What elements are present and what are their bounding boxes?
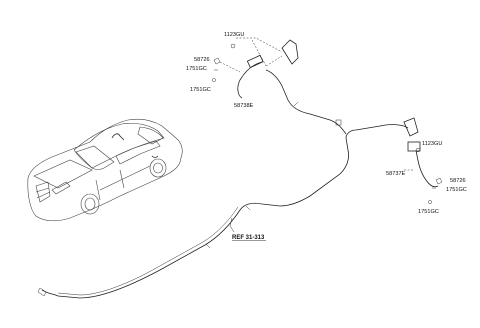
car-front-wheel-hub [84,197,96,211]
label-1123gu-top: 1123GU [224,32,244,38]
top-bracket-assembly [212,37,299,99]
cable-clip-mid-c [205,243,211,249]
cable-clip-mid-b [245,205,251,211]
car-headlight [51,181,71,195]
car-rear-wheel-hub [153,162,163,174]
top-cable-loop [237,61,263,99]
label-58726-right: 58726 [450,178,466,184]
label-1751gc-right-a: 1751GC [446,187,467,193]
top-bolt-1123gu [230,43,236,49]
right-clip-58726 [435,177,443,185]
ref-label: REF 31-313 [232,235,265,241]
car-rear-brake-mark [151,155,159,158]
car-parking-brake-mark [111,133,125,141]
top-clip-1751gc-b [212,78,216,82]
right-bracket-plate [403,117,419,137]
cable-clip-center [335,119,342,126]
right-cable-housing [407,141,421,152]
top-cable-housing [246,54,264,69]
car-windshield [75,145,115,170]
top-bracket-plate [281,39,299,65]
label-1751gc-top-a: 1751GC [186,66,207,72]
car-illustration [27,118,183,222]
label-1751gc-top-b: 1751GC [190,87,211,93]
top-leader-58726 [219,61,241,73]
car-side-windows [115,140,161,165]
top-clip-58726 [213,57,221,65]
car-rear-wheel [149,158,167,178]
label-58726-top: 58726 [194,57,210,63]
label-1123gu-right: 1123GU [422,141,442,147]
cable-end-fitting-left [37,287,47,297]
car-grille [35,181,51,203]
right-bolt-1123gu [415,147,421,153]
label-58737e: 58737E [386,171,406,177]
upper-branch-cable [265,69,347,135]
right-bracket-assembly [403,117,443,204]
car-body-outline [27,118,183,222]
label-1751gc-right-b: 1751GC [418,209,439,215]
car-hood [33,159,93,189]
car-door-lines [95,165,151,201]
main-brake-cable [41,124,409,299]
top-leader-1123gu [236,37,283,53]
ref-leader [229,217,235,233]
top-leader-bracket [251,39,283,67]
label-58738e: 58738E [234,103,254,109]
car-rear-window [137,126,164,145]
right-clip-1751gc-b [428,200,432,204]
main-brake-cable-inner [57,206,239,296]
cable-clip-mid-a [293,101,299,107]
right-cable-loop [415,149,439,188]
car-front-wheel [80,193,100,215]
car-roof [73,122,165,169]
